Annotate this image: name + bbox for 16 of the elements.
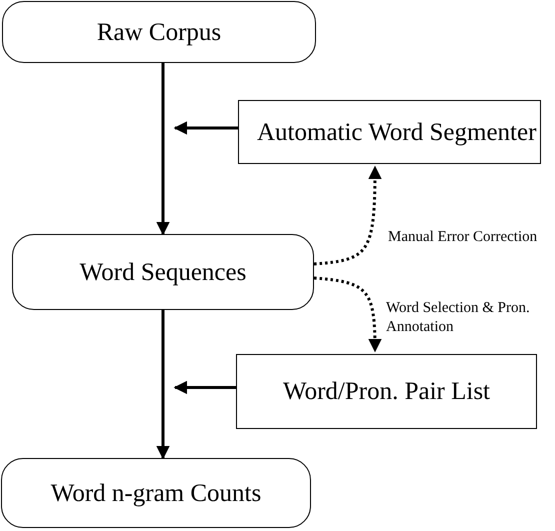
process-box bbox=[236, 354, 537, 429]
arrow bbox=[156, 63, 170, 236]
arrow bbox=[314, 166, 382, 266]
node-label: Automatic Word Segmenter bbox=[257, 118, 536, 146]
node-label: Word n-gram Counts bbox=[50, 478, 262, 508]
arrow bbox=[174, 380, 236, 394]
rounded-box bbox=[1, 458, 311, 528]
arrow bbox=[156, 310, 170, 460]
node-label: Word/Pron. Pair List bbox=[282, 377, 490, 406]
node-label: Raw Corpus bbox=[96, 18, 222, 46]
node-label: Word Sequences bbox=[80, 258, 246, 286]
process-box bbox=[238, 100, 541, 164]
rounded-box bbox=[2, 1, 316, 63]
arrow bbox=[174, 121, 238, 135]
rounded-box bbox=[12, 234, 314, 310]
arrow bbox=[314, 276, 382, 352]
